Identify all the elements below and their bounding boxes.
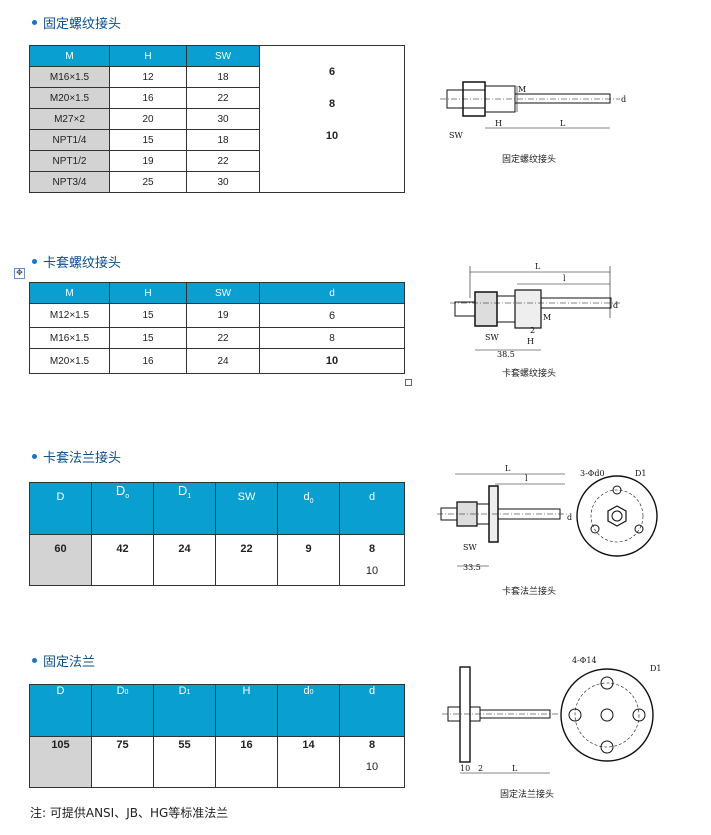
caption-ferrule-flange: 卡套法兰接头 [502, 587, 557, 597]
svg-text:SW: SW [463, 543, 477, 552]
header-h: H [109, 282, 187, 304]
svg-text:l: l [563, 274, 566, 283]
svg-text:4-Φ14: 4-Φ14 [572, 656, 597, 665]
svg-text:D1: D1 [635, 469, 647, 478]
table-row: NPT3/4 25 30 [29, 171, 405, 193]
section-title-fixed-thread: 固定螺纹接头 [32, 13, 121, 32]
svg-text:L: L [512, 764, 518, 773]
svg-text:D1: D1 [650, 664, 662, 673]
table-row: M16×1.5 15 22 8 [29, 327, 405, 349]
d-values-cell: 6 8 10 [259, 45, 405, 193]
table-ferrule-thread: M H SW d M12×1.5 15 19 6 M16×1.5 15 22 8… [29, 282, 405, 374]
svg-text:H: H [527, 337, 534, 346]
label-d: d [621, 95, 626, 104]
table-fixed-thread: M H SW 6 8 10 M16×1.5 12 18 M20×1.5 16 2… [29, 45, 405, 193]
svg-text:38.5: 38.5 [497, 350, 515, 359]
svg-text:2: 2 [478, 764, 483, 773]
label-l: L [560, 119, 566, 128]
move-handle-icon[interactable]: ✥ [14, 268, 25, 279]
table-row: M20×1.5 16 24 10 [29, 348, 405, 374]
table-row: 60 42 24 22 9 8 10 [29, 534, 405, 586]
label-sw: SW [449, 131, 463, 140]
bullet-icon [32, 454, 37, 459]
resize-handle[interactable] [405, 379, 412, 386]
drawing-fixed-flange: 4-Φ14 D1 10 2 L [442, 656, 662, 774]
svg-text:d: d [567, 513, 572, 522]
svg-text:L: L [505, 464, 511, 473]
header-sw: SW [186, 45, 260, 67]
svg-text:l: l [525, 474, 528, 483]
svg-text:M: M [543, 313, 551, 322]
svg-text:10: 10 [460, 764, 470, 773]
section-title-ferrule-flange: 卡套法兰接头 [32, 447, 121, 466]
section-title-ferrule-thread: 卡套螺纹接头 [32, 252, 121, 271]
header-m: M [29, 45, 110, 67]
label-m: M [518, 85, 526, 94]
table-row: M12×1.5 15 19 6 [29, 303, 405, 328]
drawing-ferrule-flange: L l 3-Φd0 D1 SW 33.5 d [437, 464, 658, 572]
table-row: M27×2 20 30 [29, 108, 405, 130]
table-fixed-flange: D D0 D1 H d0 d 105 75 55 16 14 8 10 [29, 684, 405, 788]
drawing-ferrule-thread: L l M d 2 H SW 38.5 [450, 262, 620, 359]
header-m: M [29, 282, 110, 304]
bullet-icon [32, 658, 37, 663]
caption-fixed-flange: 固定法兰接头 [500, 790, 555, 800]
bullet-icon [32, 259, 37, 264]
svg-text:3-Φd0: 3-Φd0 [580, 469, 605, 478]
header-d: d [259, 282, 405, 304]
svg-text:d: d [613, 301, 618, 310]
header-sw: SW [186, 282, 260, 304]
svg-text:L: L [535, 262, 541, 271]
svg-text:33.5: 33.5 [463, 563, 481, 572]
table-ferrule-flange: D Do D1 SW d0 d 60 42 24 22 9 8 10 [29, 482, 405, 586]
bullet-icon [32, 20, 37, 25]
footnote: 注: 可提供ANSI、JB、HG等标准法兰 [30, 806, 229, 820]
table-row: 105 75 55 16 14 8 10 [29, 736, 405, 788]
svg-text:SW: SW [485, 333, 499, 342]
table-row: M16×1.5 12 18 [29, 66, 405, 88]
header-h: H [109, 45, 187, 67]
table-row: NPT1/2 19 22 [29, 150, 405, 172]
caption-ferrule-thread: 卡套螺纹接头 [502, 369, 557, 379]
caption-fixed-thread: 固定螺纹接头 [502, 155, 557, 165]
section-title-fixed-flange: 固定法兰 [32, 651, 95, 670]
drawing-fixed-thread: SW H L M d [440, 81, 626, 140]
label-h: H [495, 119, 502, 128]
svg-text:2: 2 [530, 326, 535, 335]
